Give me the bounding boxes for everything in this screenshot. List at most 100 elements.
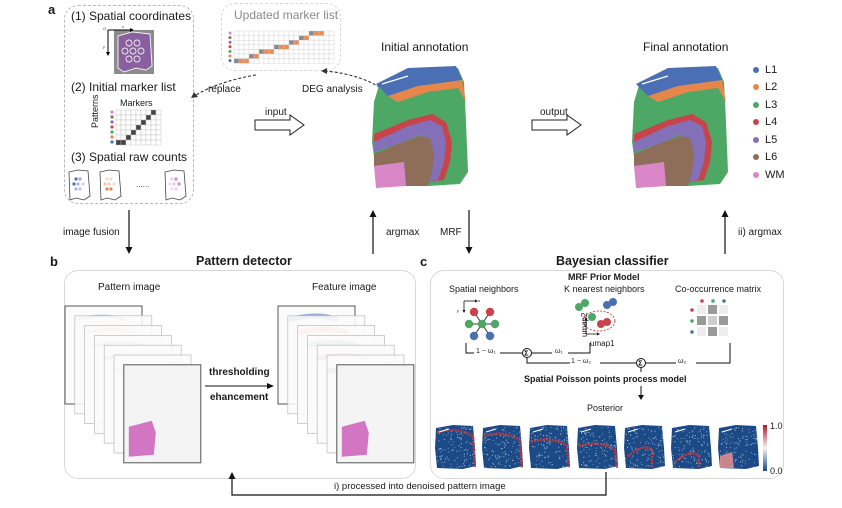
svg-text:Σ: Σ xyxy=(638,361,642,368)
marker-cell xyxy=(120,114,127,121)
panel-b-letter: b xyxy=(50,254,58,269)
marker-cell xyxy=(308,49,315,55)
marker-cell xyxy=(115,124,122,131)
marker-cell xyxy=(263,44,270,50)
legend-label: L2 xyxy=(765,81,778,94)
cooc-cell xyxy=(708,305,717,314)
pattern-dot xyxy=(228,36,232,40)
raw-count-tissue-2 xyxy=(99,169,122,201)
marker-cell xyxy=(328,49,335,55)
neighbor-node xyxy=(464,319,474,329)
marker-cell xyxy=(263,40,270,45)
posterior-label: Posterior xyxy=(587,403,624,413)
svg-text:x: x xyxy=(477,298,481,303)
inputs-box xyxy=(64,5,194,204)
marker-cell xyxy=(145,134,152,141)
thresholding-arrow xyxy=(205,383,274,389)
marker-cell xyxy=(263,35,270,41)
layer-l1 xyxy=(636,66,722,96)
marker-cell xyxy=(308,40,315,45)
marker-cell xyxy=(263,49,270,55)
marker-cell xyxy=(248,30,255,36)
neighbor-node xyxy=(469,307,479,317)
marker-cell xyxy=(130,134,137,141)
marker-cell xyxy=(308,30,315,36)
legend-dot-icon xyxy=(753,66,759,73)
marker-cell xyxy=(145,124,152,131)
marker-cell xyxy=(130,119,137,126)
raw-counts-ellipsis: ...... xyxy=(136,180,149,189)
marker-cell xyxy=(155,129,162,136)
marker-cell xyxy=(115,139,122,146)
argmax-ii-arrow xyxy=(721,210,729,254)
enhancement-label: ehancement xyxy=(210,392,269,403)
raw-count-tissue-1 xyxy=(68,169,91,201)
posterior-colorbar xyxy=(763,425,767,471)
legend-dot-icon xyxy=(753,84,759,91)
legend-item-l4: L4 xyxy=(753,114,785,132)
legend-item-l3: L3 xyxy=(753,96,785,114)
marker-cell xyxy=(135,109,142,116)
marker-cell xyxy=(233,30,240,36)
marker-cell xyxy=(155,134,162,141)
marker-cell xyxy=(313,30,320,36)
pattern-image-label: Pattern image xyxy=(98,282,161,293)
denoise-feedback-label: i) processed into denoised pattern image xyxy=(334,481,506,492)
wm-pattern-blob xyxy=(128,420,156,457)
marker-cell xyxy=(130,114,137,121)
marker-cell xyxy=(130,129,137,136)
marker-cell xyxy=(273,49,280,55)
marker-cell xyxy=(135,134,142,141)
spatial-raw-counts-label: (3) Spatial raw counts xyxy=(71,150,188,164)
bayesian-classifier-title: Bayesian classifier xyxy=(556,254,669,268)
marker-cell xyxy=(155,124,162,131)
pattern-dot xyxy=(110,135,114,139)
marker-cell xyxy=(140,119,147,126)
cooc-row-dot xyxy=(690,308,694,312)
raw-count-tissue-3 xyxy=(164,169,187,201)
marker-cell xyxy=(318,30,325,36)
posterior-map-l1 xyxy=(435,425,477,469)
marker-cell xyxy=(293,49,300,55)
marker-cell xyxy=(318,44,325,50)
marker-cell xyxy=(258,30,265,36)
marker-cell xyxy=(323,40,330,45)
updated-marker-grid xyxy=(228,30,335,64)
svg-text:y: y xyxy=(102,44,106,49)
posterior-map-l4 xyxy=(576,425,618,469)
legend-label: L4 xyxy=(765,116,778,129)
final-annotation-title: Final annotation xyxy=(643,40,729,54)
marker-cell xyxy=(253,49,260,55)
feature-image-stack xyxy=(277,305,415,464)
initial-marker-grid xyxy=(110,109,162,146)
legend-label: L5 xyxy=(765,133,778,146)
pattern-dot xyxy=(228,49,232,53)
cooc-cell xyxy=(719,327,728,336)
marker-cell xyxy=(135,124,142,131)
legend-item-l1: L1 xyxy=(753,61,785,79)
marker-cell xyxy=(318,35,325,41)
marker-cell xyxy=(130,109,137,116)
marker-cell xyxy=(243,49,250,55)
cooc-row-dot xyxy=(690,330,694,334)
layer-l1 xyxy=(376,66,462,96)
svg-text:Σ: Σ xyxy=(524,351,528,358)
marker-cell xyxy=(155,109,162,116)
umap2-label: umap2 xyxy=(580,312,589,337)
marker-cell xyxy=(303,35,310,41)
marker-cell xyxy=(288,40,295,45)
marker-cell xyxy=(140,124,147,131)
marker-cell xyxy=(120,139,127,146)
marker-cell xyxy=(278,40,285,45)
cooc-cell xyxy=(697,305,706,314)
legend-label: WM xyxy=(765,168,785,181)
marker-cell xyxy=(293,44,300,50)
cooc-row-dot xyxy=(690,319,694,323)
marker-cell xyxy=(258,35,265,41)
pattern-dot xyxy=(110,120,114,124)
umap1-label: umap1 xyxy=(590,339,615,348)
marker-cell xyxy=(155,139,162,146)
marker-cell xyxy=(248,40,255,45)
marker-cell xyxy=(278,49,285,55)
weight-combination-diagram: Σ Σ xyxy=(465,343,731,372)
